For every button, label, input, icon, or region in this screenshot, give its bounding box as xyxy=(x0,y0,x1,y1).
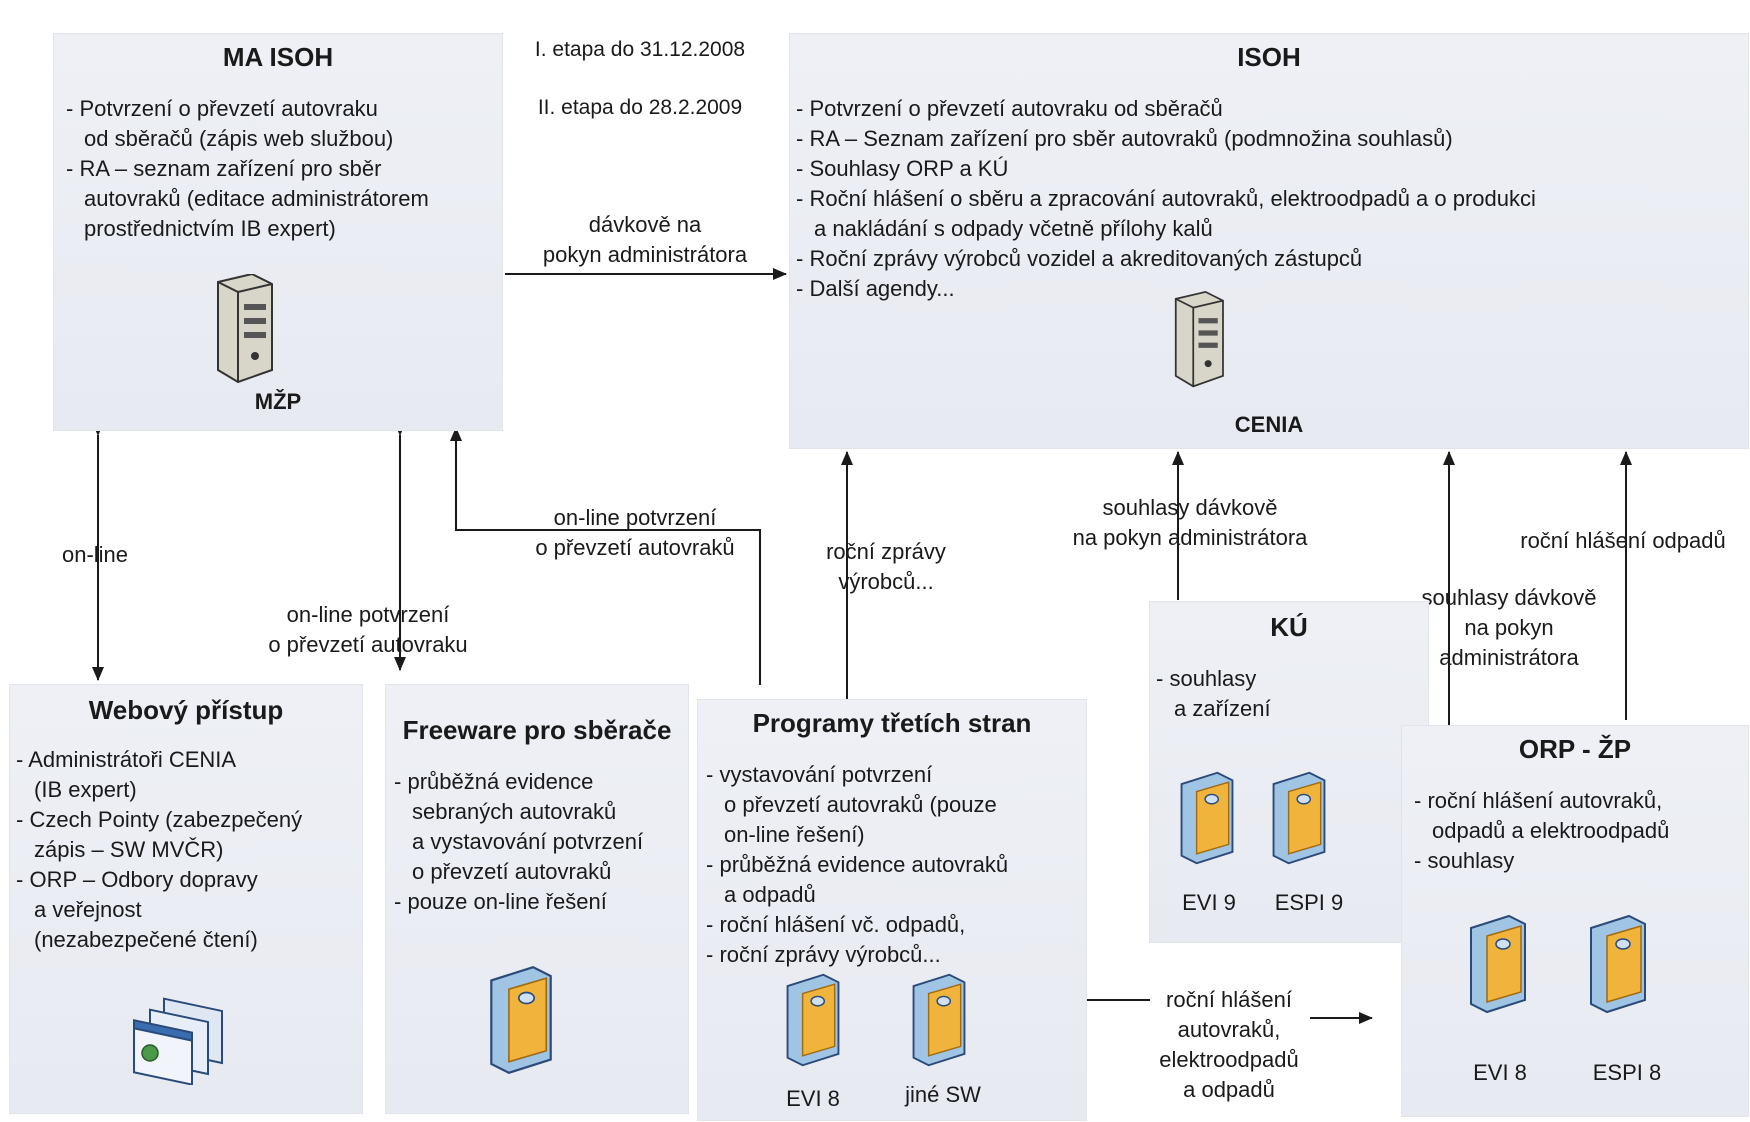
server-tower-icon xyxy=(1174,290,1224,388)
ma-isoh-box: MA ISOH Potvrzení o převzetí autovraku o… xyxy=(54,34,502,430)
sw-label-espi9: ESPI 9 xyxy=(1274,890,1344,915)
web-access-box: Webový přístup Administrátoři CENIA (IB … xyxy=(10,685,362,1113)
isoh-box: ISOH Potvrzení o převzetí autovraku od s… xyxy=(790,34,1748,448)
software-box-icon xyxy=(1590,914,1646,1014)
stage-note: I. etapa do 31.12.2008 II. etapa do 28.2… xyxy=(495,6,785,151)
software-box-icon xyxy=(1272,771,1326,865)
ma-isoh-title: MA ISOH xyxy=(222,42,334,72)
web-access-item: Administrátoři CENIA (IB expert) xyxy=(16,745,356,805)
web-access-list: Administrátoři CENIA (IB expert) Czech P… xyxy=(16,745,356,955)
isoh-title: ISOH xyxy=(1237,42,1301,72)
isoh-item: Roční zprávy výrobců vozidel a akreditov… xyxy=(796,244,1736,274)
label-consents-batch-ku: souhlasy dávkově na pokyn administrátora xyxy=(1072,495,1308,550)
isoh-list: Potvrzení o převzetí autovraku od sběrač… xyxy=(796,94,1736,304)
sw-label-other: jiné SW xyxy=(905,1082,981,1107)
label-online-confirm-single: on-line potvrzení o převzetí autovraku xyxy=(268,602,468,657)
ma-isoh-item: RA – seznam zařízení pro sběr autovraků … xyxy=(66,154,496,244)
browser-windows-icon xyxy=(133,997,223,1085)
label-batch-admin: dávkově na pokyn administrátora xyxy=(542,212,748,267)
isoh-item: Roční hlášení o sběru a zpracování autov… xyxy=(796,184,1736,244)
third-party-title: Programy třetích stran xyxy=(752,708,1032,738)
sw-label-evi8: EVI 8 xyxy=(786,1086,840,1111)
software-box-icon xyxy=(1470,914,1526,1014)
orp-item: souhlasy xyxy=(1414,846,1744,876)
web-access-item: Czech Pointy (zabezpečený zápis – SW MVČ… xyxy=(16,805,356,865)
isoh-item: RA – Seznam zařízení pro sběr autovraků … xyxy=(796,124,1736,154)
label-online-confirm-plural: on-line potvrzení o převzetí autovraků xyxy=(535,505,735,560)
software-box-icon xyxy=(786,973,840,1067)
freeware-item: průběžná evidence sebraných autovraků a … xyxy=(394,767,684,887)
sw-label-espi8: ESPI 8 xyxy=(1592,1060,1662,1085)
software-box-icon xyxy=(912,973,966,1067)
arrow-third-to-ma xyxy=(450,427,761,685)
label-consents-batch-orp: souhlasy dávkově na pokyn administrátora xyxy=(1421,585,1597,670)
freeware-item: pouze on-line řešení xyxy=(394,887,684,917)
third-party-item: vystavování potvrzení o převzetí autovra… xyxy=(706,760,1082,850)
sw-label-evi8-orp: EVI 8 xyxy=(1473,1060,1527,1085)
label-online: on-line xyxy=(61,542,129,567)
software-box-icon xyxy=(490,966,552,1074)
cenia-label: CENIA xyxy=(1234,412,1304,437)
third-party-item: průběžná evidence autovraků a odpadů xyxy=(706,850,1082,910)
label-annual-third-to-orp: roční hlášení autovraků, elektroodpadů a… xyxy=(1159,987,1299,1102)
isoh-item: Další agendy... xyxy=(796,274,1736,304)
freeware-list: průběžná evidence sebraných autovraků a … xyxy=(394,767,684,917)
third-party-list: vystavování potvrzení o převzetí autovra… xyxy=(706,760,1082,970)
isoh-item: Souhlasy ORP a KÚ xyxy=(796,154,1736,184)
isoh-item: Potvrzení o převzetí autovraku od sběrač… xyxy=(796,94,1736,124)
orp-list: roční hlášení autovraků, odpadů a elektr… xyxy=(1414,786,1744,876)
orp-box: ORP - ŽP roční hlášení autovraků, odpadů… xyxy=(1402,726,1748,1116)
mzp-label: MŽP xyxy=(254,389,302,414)
sw-label-evi9: EVI 9 xyxy=(1182,890,1236,915)
freeware-title: Freeware pro sběrače xyxy=(402,715,672,745)
label-annual-waste: roční hlášení odpadů xyxy=(1520,528,1726,553)
label-annual-reports: roční zprávy výrobců... xyxy=(826,539,946,594)
server-tower-icon xyxy=(217,274,273,384)
ku-box: KÚ souhlasy a zařízení EVI 9 ESPI 9 xyxy=(1150,602,1428,942)
ku-item: souhlasy a zařízení xyxy=(1156,664,1422,724)
orp-item: roční hlášení autovraků, odpadů a elektr… xyxy=(1414,786,1744,846)
software-box-icon xyxy=(1180,771,1234,865)
web-access-title: Webový přístup xyxy=(88,695,284,725)
ku-list: souhlasy a zařízení xyxy=(1156,664,1422,724)
ma-isoh-list: Potvrzení o převzetí autovraku od sběrač… xyxy=(66,94,496,244)
ma-isoh-item: Potvrzení o převzetí autovraku od sběrač… xyxy=(66,94,496,154)
third-party-box: Programy třetích stran vystavování potvr… xyxy=(698,700,1086,1120)
ku-title: KÚ xyxy=(1270,612,1308,642)
third-party-item: roční zprávy výrobců... xyxy=(706,940,1082,970)
web-access-item: ORP – Odbory dopravy a veřejnost (nezabe… xyxy=(16,865,356,955)
freeware-box: Freeware pro sběrače průběžná evidence s… xyxy=(386,685,688,1113)
orp-title: ORP - ŽP xyxy=(1518,734,1632,764)
stage-note-line-1: I. etapa do 31.12.2008 xyxy=(534,38,746,61)
third-party-item: roční hlášení vč. odpadů, xyxy=(706,910,1082,940)
stage-note-line-2: II. etapa do 28.2.2009 xyxy=(537,96,743,119)
